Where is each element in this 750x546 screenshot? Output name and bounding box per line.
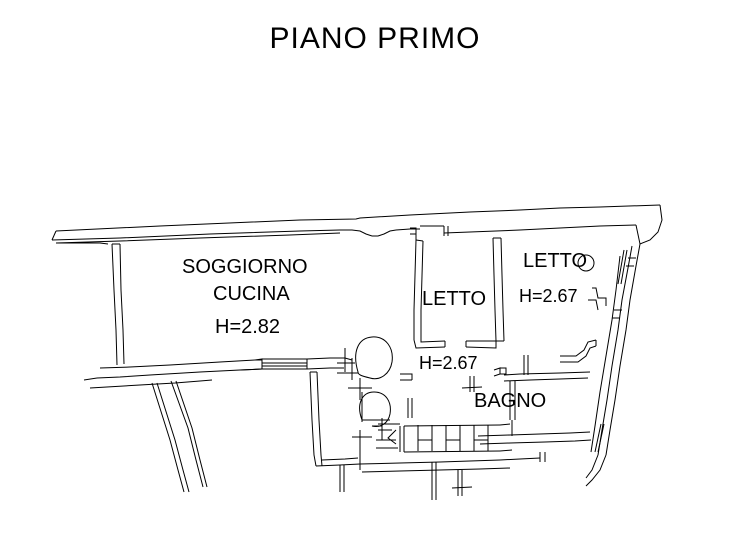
central-corridor-walls [307, 348, 372, 470]
room-label-cucina: CUCINA [213, 283, 290, 305]
letto-large-room-walls [560, 244, 640, 486]
soggiorno-bottom-window [240, 359, 307, 370]
door-swing-arc-lower [360, 392, 391, 427]
bagno-walls [478, 355, 591, 444]
room-label-letto-small: LETTO [422, 288, 487, 310]
outer-top-wall [52, 205, 662, 244]
room-height-soggiorno: H=2.82 [215, 316, 281, 338]
room-height-letto-small: H=2.67 [419, 353, 478, 373]
room-height-letto-large: H=2.67 [519, 286, 578, 306]
left-stair-wall-stubs [152, 381, 207, 492]
room-label-bagno: BAGNO [474, 390, 547, 412]
room-label-soggiorno: SOGGIORNO [182, 256, 308, 278]
room-label-letto-large: LETTO [523, 250, 588, 272]
door-swing-arc-upper [356, 337, 393, 379]
letto-small-room-walls [410, 226, 504, 348]
stairs [372, 418, 512, 452]
misc-detail-lines [400, 374, 482, 418]
lower-partition-walls [340, 452, 545, 500]
page-title: PIANO PRIMO [269, 22, 481, 55]
